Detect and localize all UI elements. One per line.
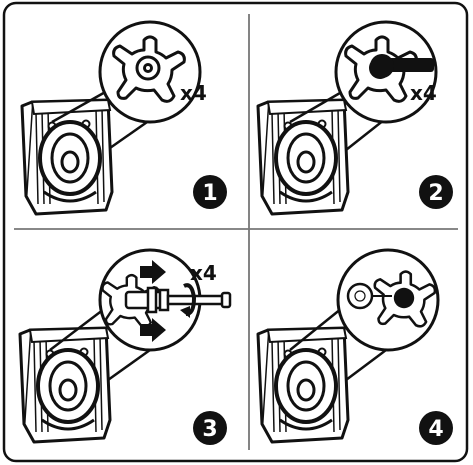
step-number: 4 (428, 417, 443, 442)
step-number: 1 (202, 181, 217, 206)
multiplier-label: x4 (190, 261, 217, 285)
multiplier-label: x4 (180, 81, 207, 105)
multiplier-label: x4 (410, 81, 437, 105)
washing-machine-icon (258, 328, 348, 442)
washing-machine-icon (22, 100, 112, 214)
washing-machine-icon (258, 100, 348, 214)
washing-machine-icon (20, 328, 110, 442)
step-number: 3 (202, 417, 217, 442)
step-number: 2 (428, 181, 443, 206)
